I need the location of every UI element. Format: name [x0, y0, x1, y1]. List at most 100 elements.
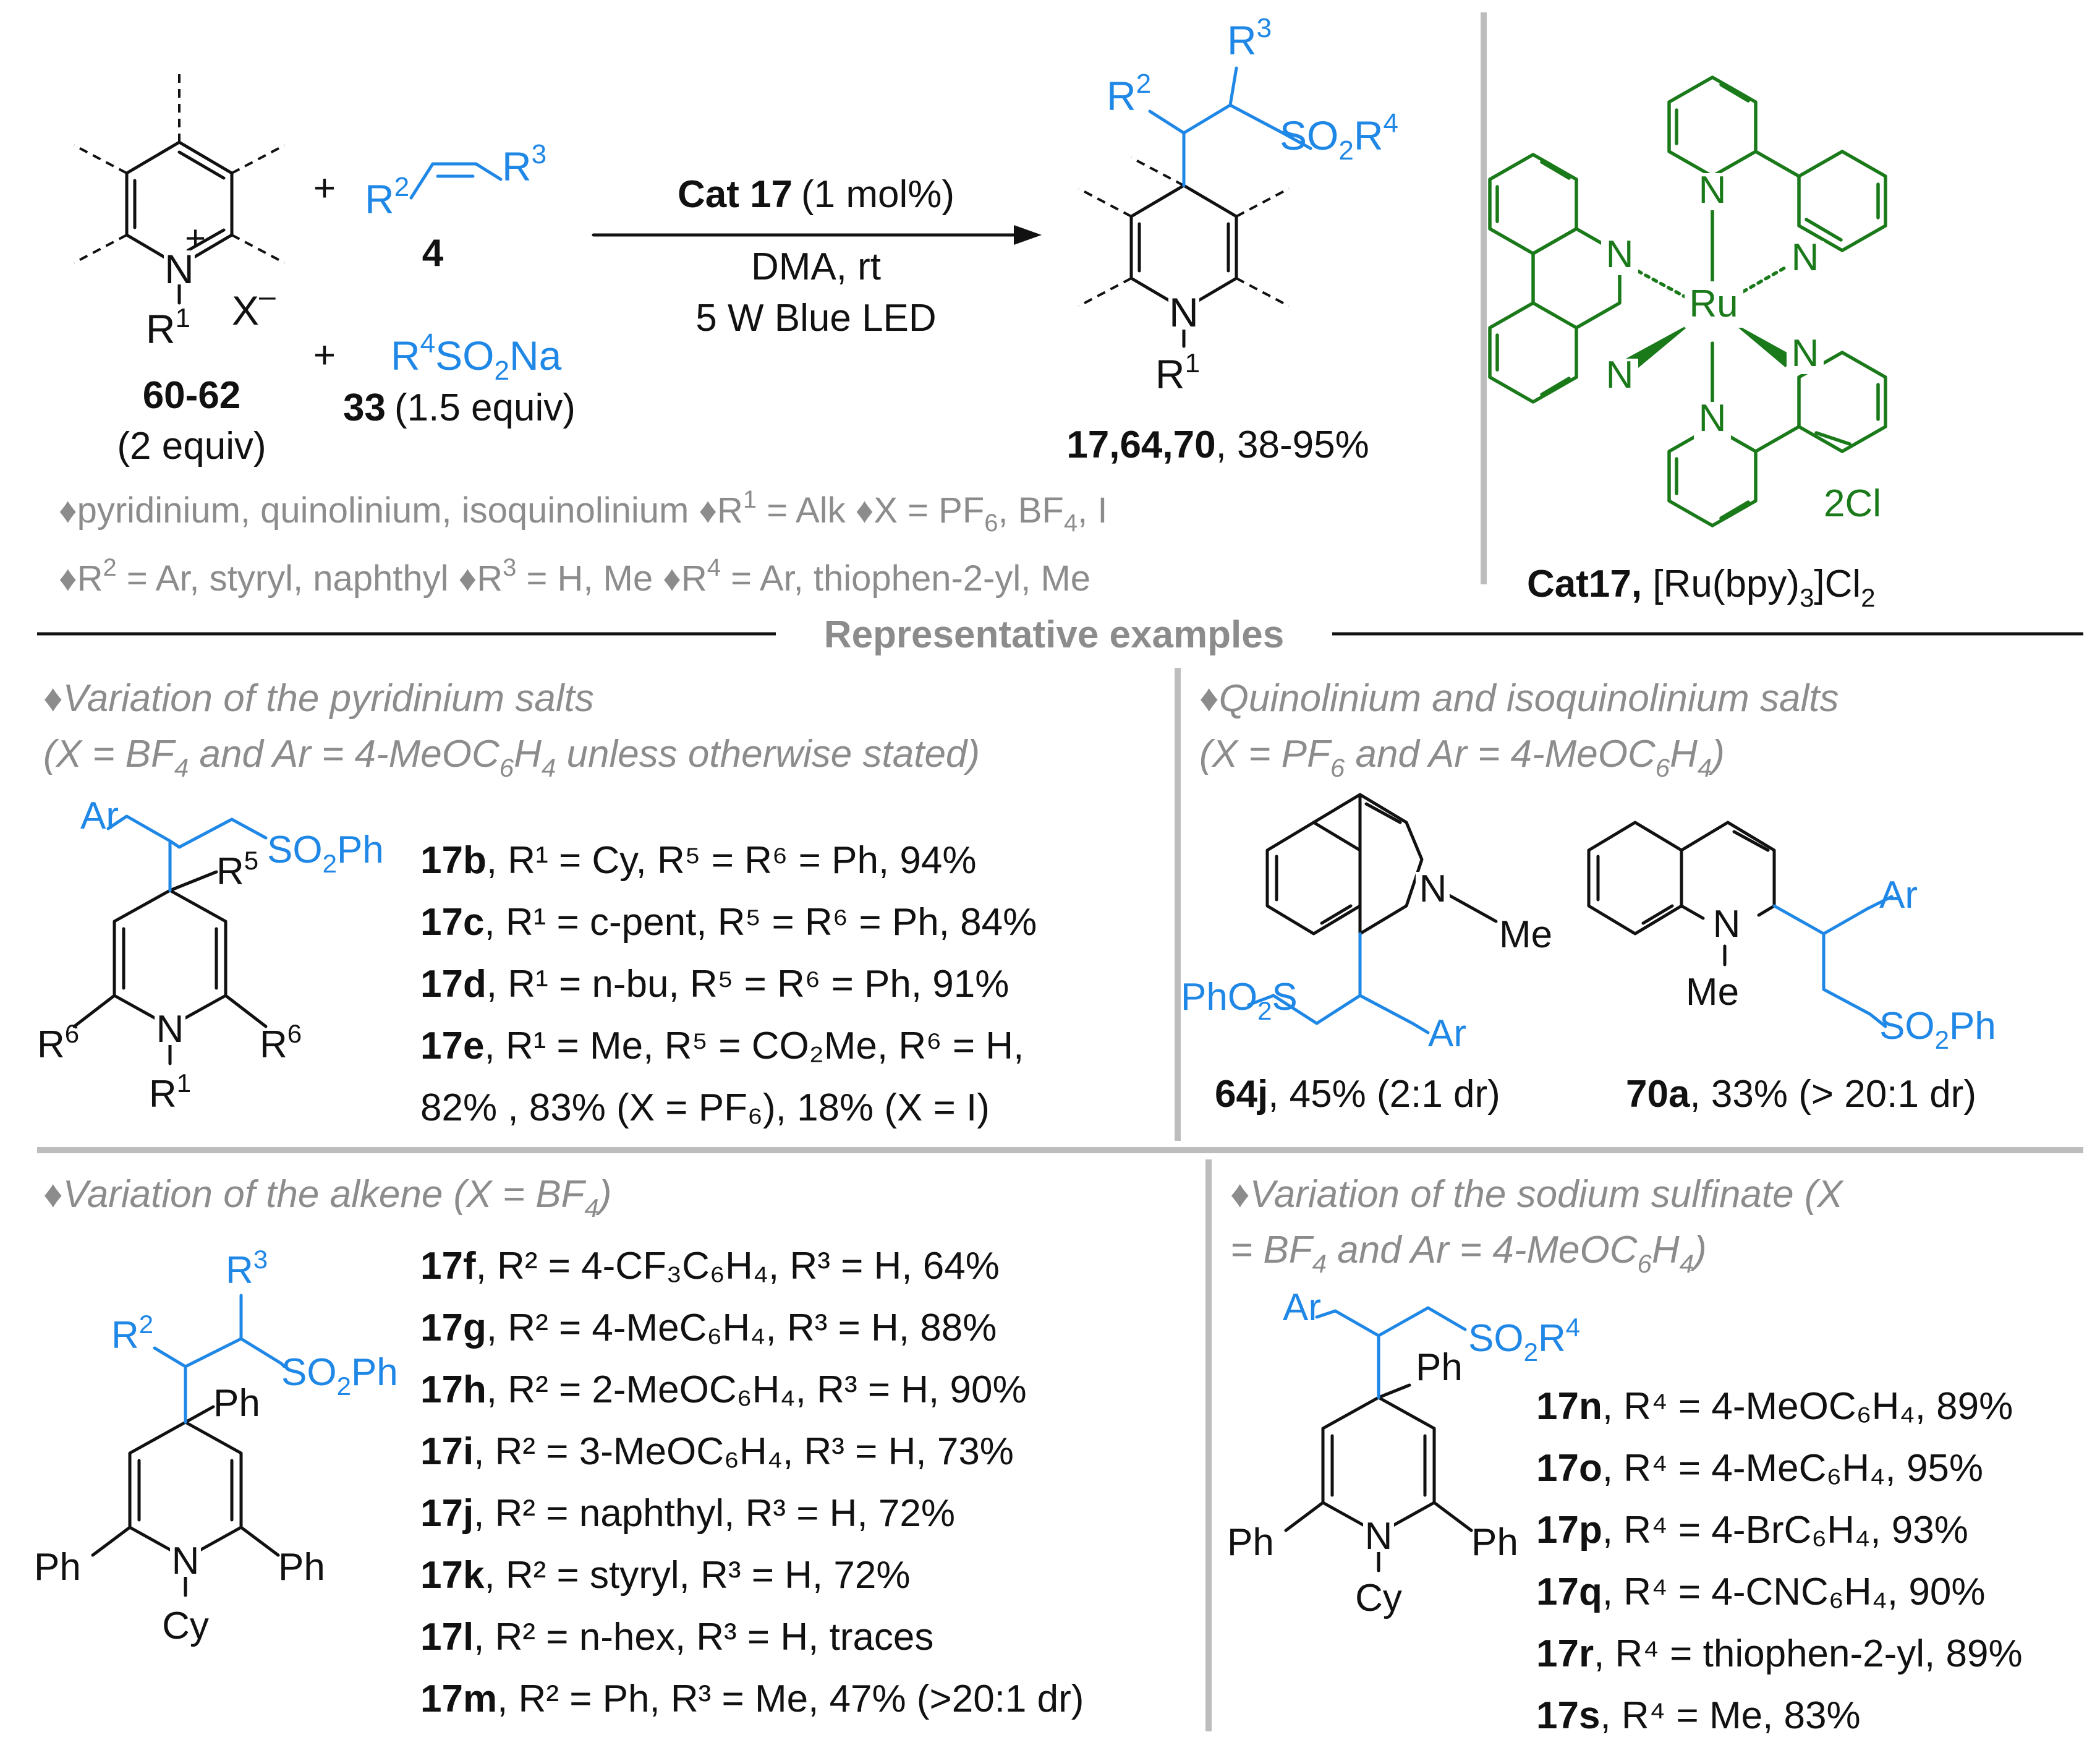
catalyst-label: Cat17, [Ru(bpy)3]Cl2	[1527, 563, 1876, 612]
product-r3-label: R3	[1227, 13, 1272, 63]
alkene-r3-label: R3	[502, 139, 546, 189]
entry-17q: 17q, R⁴ = 4-CNC₆H₄, 90%	[1536, 1571, 1985, 1613]
entry-17f: 17f, R² = 4-CF₃C₆H₄, R³ = H, 64%	[420, 1245, 1000, 1287]
alk-ph-top: Ph	[213, 1382, 260, 1425]
pyr-r6-left: R6	[37, 1019, 79, 1066]
catalyst-counterion: 2Cl	[1824, 482, 1881, 525]
entry-17h: 17h, R² = 2-MeOC₆H₄, R³ = H, 90%	[420, 1368, 1027, 1411]
panel-pyridinium-heading: ♦Variation of the pyridinium salts	[43, 677, 594, 720]
sulfinate-formula: R4SO2Na	[391, 328, 562, 386]
alk-r3-label: R3	[226, 1245, 268, 1292]
sulf-cy-label: Cy	[1355, 1577, 1402, 1619]
entry-17g: 17g, R² = 4-MeC₆H₄, R³ = H, 88%	[420, 1307, 997, 1349]
pyridinium-equiv: (2 equiv)	[117, 425, 266, 467]
alk-n-label: N	[172, 1540, 200, 1582]
reaction-arrow: Cat 17(1 mol%) DMA, rt 5 W Blue LED	[592, 173, 1042, 339]
compound-70a: 70a, 33% (> 20:1 dr)	[1626, 1073, 1976, 1116]
entry-17c: 17c, R¹ = c-pent, R⁵ = R⁶ = Ph, 84%	[420, 901, 1037, 944]
sulf-ph-left: Ph	[1227, 1521, 1274, 1564]
entry-17k: 17k, R² = styryl, R³ = H, 72%	[420, 1554, 910, 1597]
pyr-r1-label: R1	[149, 1069, 191, 1116]
catalyst-n-2: N	[1606, 233, 1634, 276]
alk-so2ph-label: SO2Ph	[281, 1351, 398, 1401]
product-so2r4-label: SO2R4	[1280, 108, 1398, 166]
entry-17d: 17d, R¹ = n-bu, R⁵ = R⁶ = Ph, 91%	[420, 963, 1009, 1005]
catalyst-n-5: N	[1792, 332, 1819, 375]
entry-17r: 17r, R⁴ = thiophen-2-yl, 89%	[1536, 1632, 2023, 1675]
entry-17e: 17e, R¹ = Me, R⁵ = CO₂Me, R⁶ = H,	[420, 1025, 1024, 1067]
catalyst-n-4: N	[1606, 354, 1634, 396]
panel-sulfinate: ♦Variation of the sodium sulfinate (X = …	[1227, 1173, 2023, 1737]
iso-me-label: Me	[1499, 913, 1552, 956]
condition-catalyst: Cat 17(1 mol%)	[678, 173, 954, 216]
product-r2-label: R2	[1107, 69, 1151, 119]
pyridinium-compound-id: 60-62	[143, 374, 241, 417]
iso-pho2s-label: PhO2S	[1181, 976, 1298, 1025]
quin-me-label: Me	[1686, 971, 1739, 1013]
sulf-so2r4-label: SO2R4	[1468, 1313, 1580, 1367]
plus-sign-2: +	[313, 334, 336, 377]
entry-17m: 17m, R² = Ph, R³ = Me, 47% (>20:1 dr)	[420, 1678, 1084, 1720]
pyr-r6-right: R6	[260, 1019, 302, 1066]
product-n-label: N	[1169, 289, 1199, 335]
pyridinium-r1-label: R1	[146, 303, 190, 352]
iso-ar-label: Ar	[1428, 1012, 1466, 1055]
alk-ph-left: Ph	[34, 1546, 81, 1589]
panel-sulfinate-heading: ♦Variation of the sodium sulfinate (X	[1230, 1173, 1844, 1216]
reactant-pyridinium: N + R1 X– 60-62 (2 equiv)	[74, 68, 285, 467]
quin-so2ph-label: SO2Ph	[1879, 1005, 1996, 1054]
alk-ph-right: Ph	[278, 1546, 325, 1589]
quin-n-label: N	[1713, 903, 1741, 945]
alkene-r2-label: R2	[365, 172, 409, 222]
condition-light: 5 W Blue LED	[695, 297, 936, 339]
alkene-compound-id: 4	[422, 232, 444, 275]
entry-17s: 17s, R⁴ = Me, 83%	[1536, 1694, 1861, 1737]
sulf-n-label: N	[1365, 1515, 1393, 1558]
catalyst-metal: Ru	[1689, 283, 1738, 325]
sulf-ar-label: Ar	[1283, 1286, 1321, 1329]
sulf-ph-right: Ph	[1471, 1521, 1518, 1564]
panel-quinolinium-subheading: (X = PF6 and Ar = 4-MeOC6H4)	[1199, 733, 1725, 782]
entry-17e-yields: 82% , 83% (X = PF₆), 18% (X = I)	[420, 1086, 990, 1129]
catalyst-structure: N N N N N N Ru 2Cl Cat17, [Ru(bpy)3]Cl2	[1488, 75, 1887, 612]
entry-17n: 17n, R⁴ = 4-MeOC₆H₄, 89%	[1536, 1385, 2013, 1428]
pyr-r5-label: R5	[216, 846, 258, 893]
compound-64j: 64j, 45% (2:1 dr)	[1215, 1073, 1500, 1116]
alk-cy-label: Cy	[162, 1605, 209, 1647]
entry-17i: 17i, R² = 3-MeOC₆H₄, R³ = H, 73%	[420, 1430, 1014, 1473]
scope-note-line-2: ♦R2 = Ar, styryl, naphthyl ♦R3 = H, Me ♦…	[59, 554, 1090, 599]
quin-ar-label: Ar	[1879, 874, 1918, 916]
pyr-so2ph-label: SO2Ph	[267, 829, 384, 878]
iso-n-label: N	[1419, 868, 1447, 910]
alk-r2-label: R2	[111, 1310, 153, 1357]
pyr-n-label: N	[156, 1008, 184, 1051]
panel-pyridinium: ♦Variation of the pyridinium salts (X = …	[37, 677, 1037, 1129]
reactant-sulfinate: + R4SO2Na 33(1.5 equiv)	[313, 328, 576, 429]
product-general: N R1 R2 R3 SO2R4 17,64,70, 38-95%	[1066, 13, 1398, 466]
pyr-ar-label: Ar	[80, 795, 119, 837]
reactant-alkene: + R2 R3 4	[313, 139, 546, 275]
product-r1-label: R1	[1155, 348, 1200, 397]
panel-quinolinium-heading: ♦Quinolinium and isoquinolinium salts	[1199, 677, 1839, 720]
pyridinium-charge: +	[185, 218, 206, 258]
catalyst-n-6: N	[1699, 397, 1727, 440]
panel-pyridinium-subheading: (X = BF4 and Ar = 4-MeOC6H4 unless other…	[43, 733, 980, 782]
pyridinium-counterion: X–	[232, 280, 276, 333]
panel-quinolinium: ♦Quinolinium and isoquinolinium salts (X…	[1181, 677, 1996, 1116]
section-header: Representative examples	[37, 613, 2083, 656]
entry-17j: 17j, R² = naphthyl, R³ = H, 72%	[420, 1492, 955, 1535]
sulfinate-id-equiv: 33(1.5 equiv)	[343, 386, 576, 429]
section-title: Representative examples	[824, 613, 1284, 656]
pyridinium-n-label: N	[164, 246, 194, 292]
sulf-ph-top: Ph	[1416, 1346, 1463, 1389]
catalyst-n-1: N	[1699, 169, 1727, 211]
entry-17o: 17o, R⁴ = 4-MeC₆H₄, 95%	[1536, 1447, 1983, 1490]
entry-17l: 17l, R² = n-hex, R³ = H, traces	[420, 1616, 933, 1658]
product-id-yield: 17,64,70, 38-95%	[1066, 424, 1369, 466]
panel-alkene: ♦Variation of the alkene (X = BF4) N Cy …	[34, 1173, 1084, 1720]
entry-17p: 17p, R⁴ = 4-BrC₆H₄, 93%	[1536, 1509, 1968, 1551]
panel-alkene-heading: ♦Variation of the alkene (X = BF4)	[43, 1173, 611, 1222]
scope-note-line-1: ♦pyridinium, quinolinium, isoquinolinium…	[59, 486, 1107, 537]
condition-solvent: DMA, rt	[751, 245, 881, 288]
